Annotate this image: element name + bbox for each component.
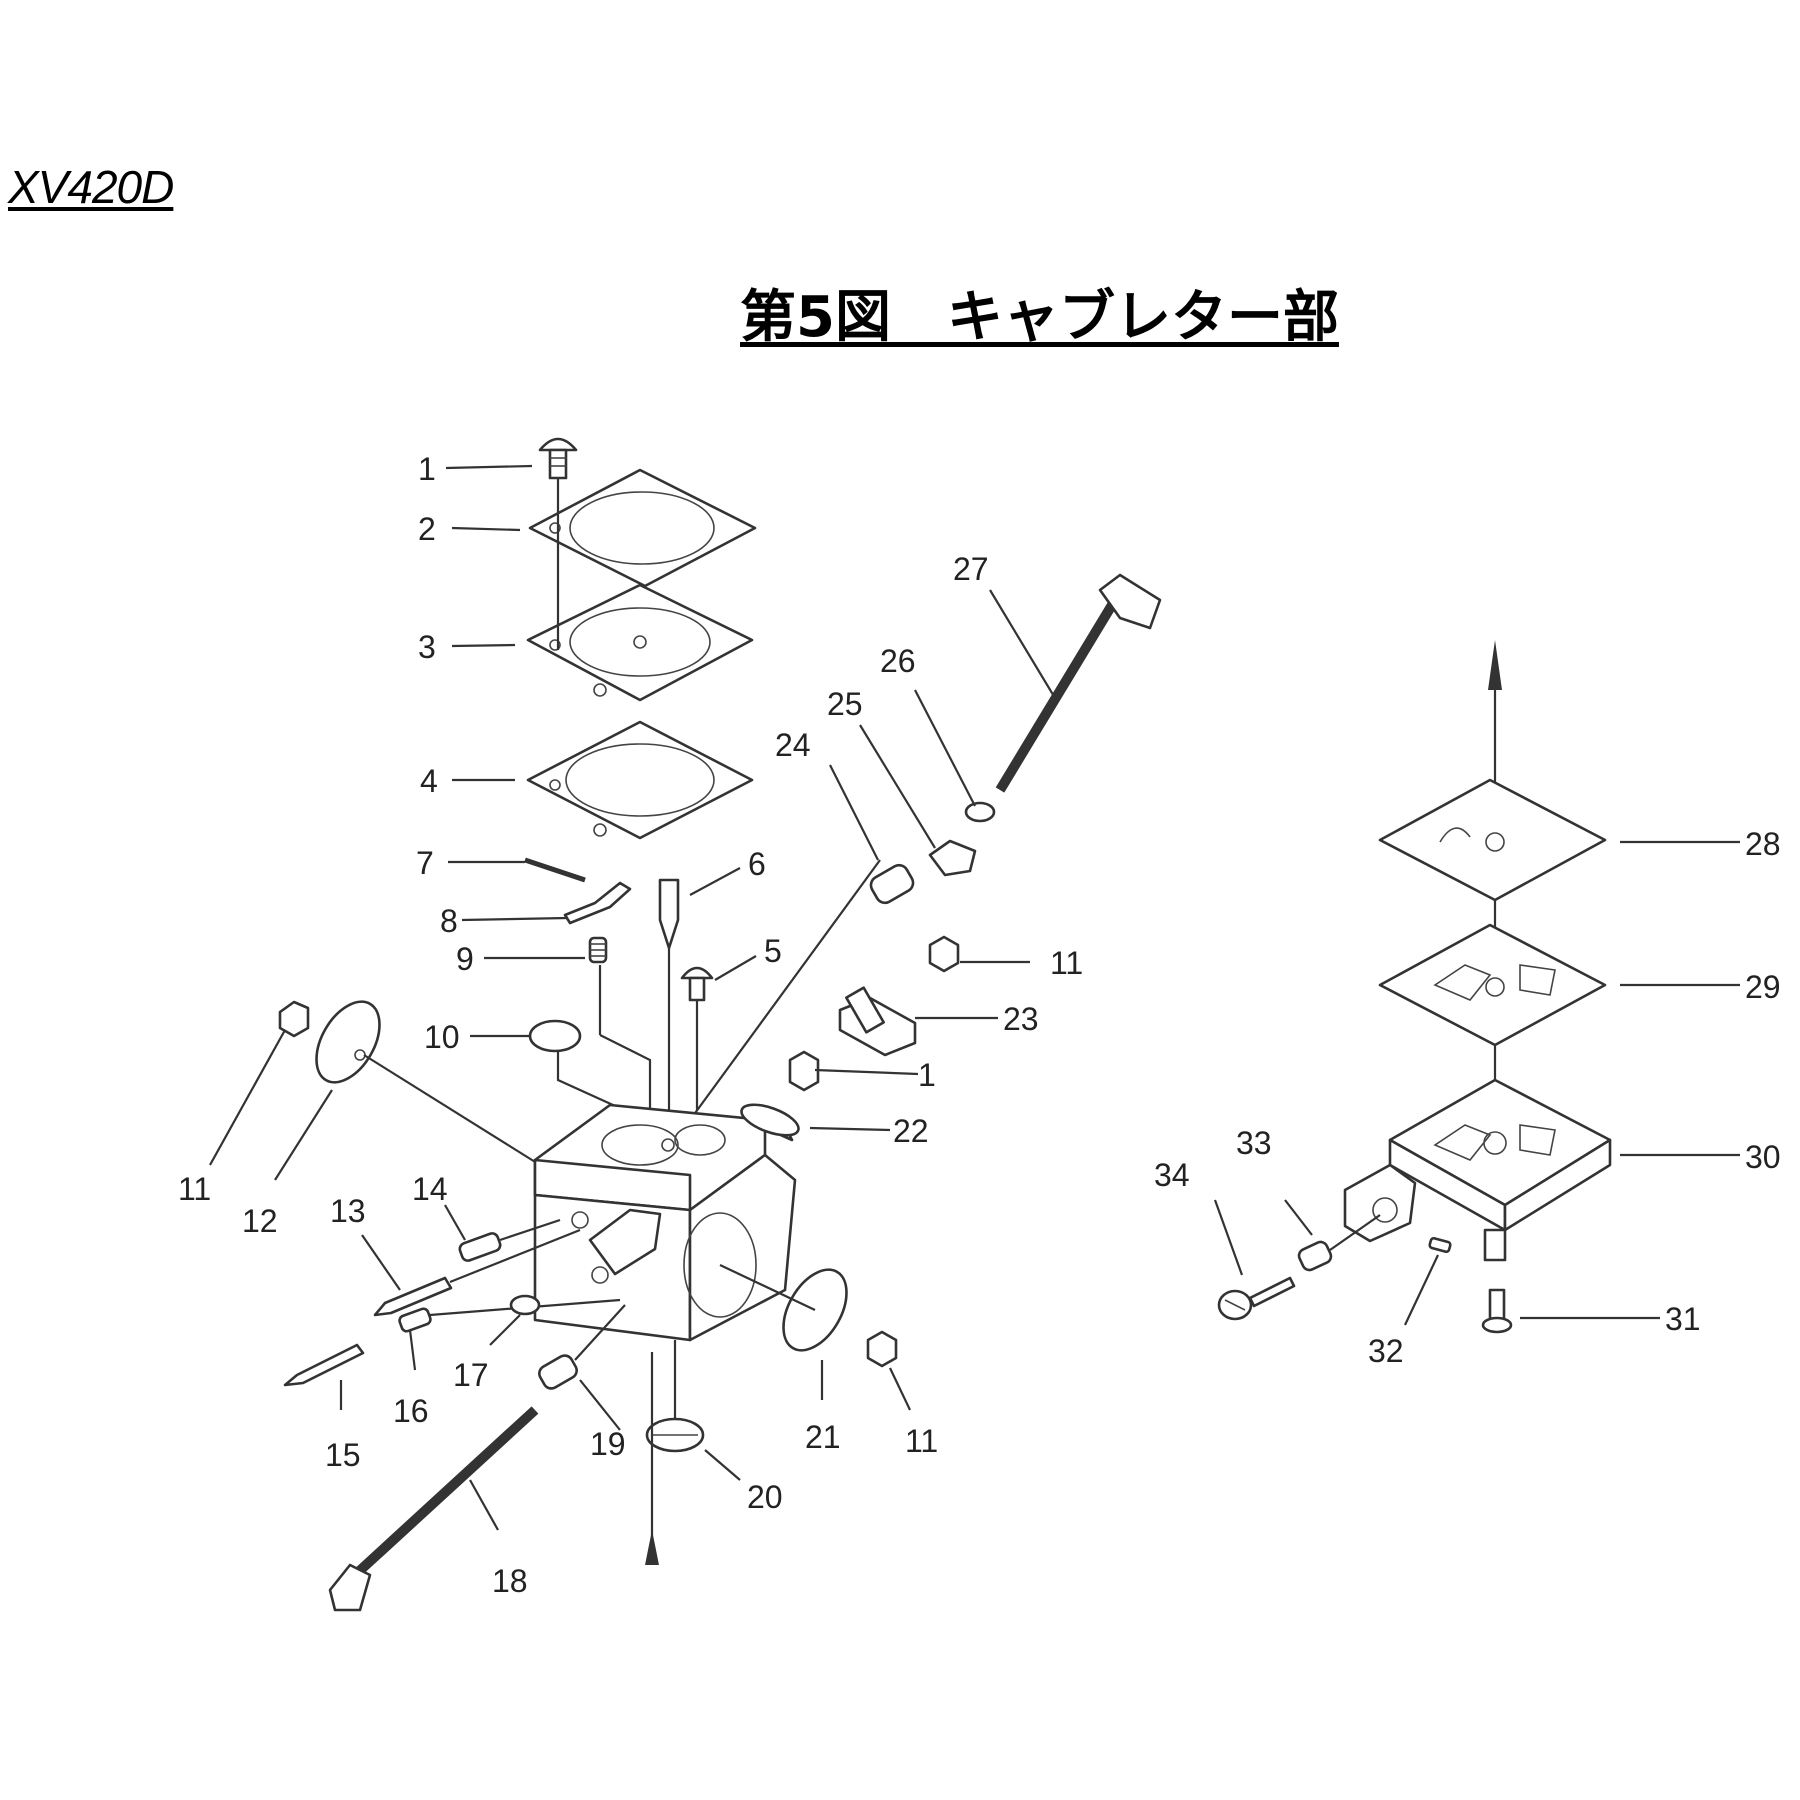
callout-15: 15 [325, 1437, 361, 1473]
callout-26: 26 [880, 643, 916, 679]
callout-27: 27 [953, 551, 989, 587]
callout-11-left: 11 [178, 1171, 211, 1207]
part-spring-33 [1297, 1214, 1381, 1272]
callout-17: 17 [453, 1357, 489, 1393]
part-plate-12 [315, 1000, 381, 1084]
callout-20: 20 [747, 1479, 783, 1515]
callout-9: 9 [456, 941, 474, 977]
callout-19: 19 [590, 1426, 626, 1462]
callout-22: 22 [893, 1113, 929, 1149]
callout-21: 21 [805, 1419, 841, 1455]
callout-10: 10 [424, 1019, 460, 1055]
part-metering-lever-8 [563, 881, 632, 925]
part-spring-16 [398, 1307, 432, 1333]
model-number: XV420D [8, 161, 174, 213]
part-choke-23 [838, 986, 917, 1057]
callout-24: 24 [775, 727, 811, 763]
part-needle-13 [373, 1228, 581, 1317]
part-spring-24 [869, 863, 915, 905]
part-diaphragm-3 [526, 583, 754, 702]
callout-2: 2 [418, 511, 436, 547]
part-washer-17 [509, 1294, 541, 1316]
part-screen-20 [645, 1417, 705, 1453]
callout-25: 25 [827, 686, 863, 722]
part-washer-26 [964, 801, 996, 823]
part-throttle-shaft-18 [328, 1406, 539, 1612]
callout-33: 33 [1236, 1125, 1272, 1161]
callout-labels: 1 2 3 4 6 7 8 9 5 10 11 12 13 14 15 16 1… [178, 451, 1781, 1599]
callout-6: 6 [748, 846, 766, 882]
callout-11-bottom: 11 [905, 1423, 938, 1459]
callout-13: 13 [330, 1193, 366, 1229]
callout-30: 30 [1745, 1139, 1781, 1175]
part-diaphragm-29 [1378, 923, 1607, 1047]
part-plug-10 [528, 1019, 582, 1053]
callout-7: 7 [416, 845, 434, 881]
part-screw-1-top [538, 437, 578, 480]
callout-32: 32 [1368, 1333, 1404, 1369]
callout-11-right: 11 [1050, 945, 1083, 981]
part-gasket-22 [740, 1103, 800, 1142]
part-screw-11-left [278, 1000, 310, 1038]
part-plate-21 [719, 1264, 848, 1352]
part-screw-34 [1217, 1276, 1296, 1321]
part-screw-31 [1481, 1288, 1513, 1334]
callout-1-top: 1 [418, 451, 436, 487]
callout-29: 29 [1745, 969, 1781, 1005]
part-pump-body-30 [1343, 1078, 1612, 1262]
figure-title: 第5図 キャブレター部 [740, 285, 1339, 350]
part-gasket-4 [526, 720, 754, 840]
part-spring-9 [588, 936, 608, 964]
callout-14: 14 [412, 1171, 448, 1207]
callout-4: 4 [420, 763, 438, 799]
part-carburetor-body [533, 1103, 797, 1342]
callout-1-mid: 1 [918, 1057, 936, 1093]
part-spring-19 [538, 1304, 626, 1390]
part-pin-32 [1428, 1236, 1452, 1254]
part-screw-1-mid [788, 1050, 820, 1092]
callout-5: 5 [764, 933, 782, 969]
part-gasket-28 [1378, 778, 1607, 902]
leader-lines [209, 464, 1740, 1531]
callout-28: 28 [1745, 826, 1781, 862]
part-cover-2 [528, 468, 757, 588]
part-spring-14 [458, 1218, 561, 1262]
part-lever-pin-7 [524, 857, 586, 883]
callout-23: 23 [1003, 1001, 1039, 1037]
callout-8: 8 [440, 903, 458, 939]
callout-31: 31 [1665, 1301, 1701, 1337]
part-choke-shaft-27 [995, 573, 1162, 793]
part-screw-11-right [928, 935, 960, 973]
callout-18: 18 [492, 1563, 528, 1599]
callout-12: 12 [242, 1203, 278, 1239]
part-needle-6 [658, 878, 680, 950]
callout-34: 34 [1154, 1157, 1190, 1193]
part-screw-11-bottom [866, 1330, 898, 1368]
part-lever-25 [928, 839, 977, 877]
callout-16: 16 [393, 1393, 429, 1429]
callout-3: 3 [418, 629, 436, 665]
part-screw-5 [680, 966, 714, 1002]
